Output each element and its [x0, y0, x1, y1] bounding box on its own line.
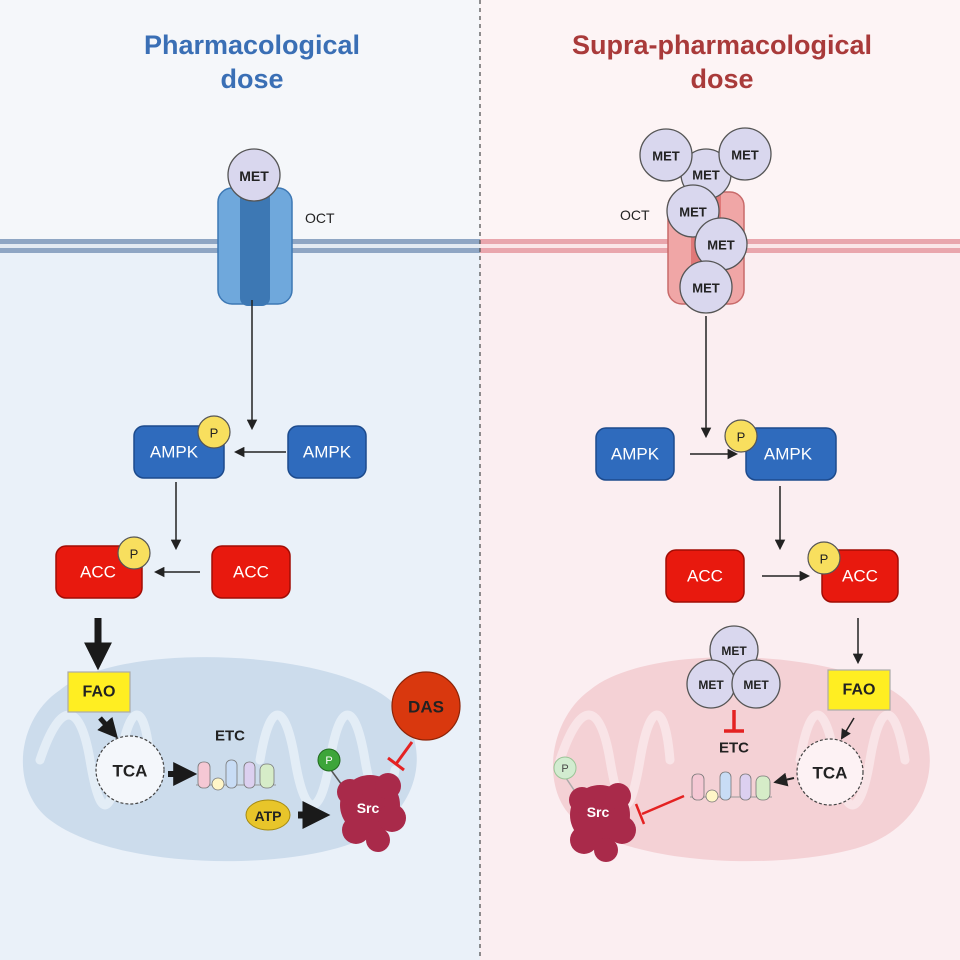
svg-text:P: P	[737, 430, 746, 445]
right-src-p-badge: P	[553, 756, 577, 780]
right-met-molecule: MET	[718, 127, 772, 181]
svg-text:MET: MET	[652, 149, 680, 164]
svg-text:P: P	[325, 755, 332, 767]
right-arrow-tca-to-etc	[773, 772, 795, 787]
right-title-line2: dose	[690, 64, 753, 94]
right-etc-label: ETC	[719, 740, 749, 757]
left-met-molecule: MET	[227, 148, 281, 202]
left-oct-transporter	[217, 182, 293, 306]
right-ampk-p-badge: P	[724, 419, 758, 453]
left-acc-unphospho: ACC	[211, 545, 291, 599]
left-atp: ATP	[245, 799, 291, 831]
left-src-p-badge: P	[317, 748, 341, 772]
svg-text:DAS: DAS	[408, 698, 444, 717]
right-etc-complexes	[690, 771, 772, 803]
svg-text:ATP: ATP	[255, 808, 282, 824]
right-ampk-phospho: AMPK	[745, 427, 837, 481]
svg-text:MET: MET	[239, 168, 269, 184]
svg-text:AMPK: AMPK	[150, 443, 199, 462]
right-fao-box: FAO	[827, 669, 891, 711]
right-met-molecule: MET	[679, 260, 733, 314]
left-oct-label: OCT	[305, 210, 335, 226]
right-met-molecule: MET	[731, 659, 781, 709]
svg-text:AMPK: AMPK	[611, 445, 660, 464]
right-arrow-fao-to-tca	[840, 717, 855, 740]
right-acc-p-badge: P	[807, 541, 841, 575]
left-etc-label: ETC	[215, 728, 245, 745]
right-ampk-unphospho: AMPK	[595, 427, 675, 481]
svg-text:MET: MET	[743, 678, 769, 692]
right-met-molecule: MET	[686, 659, 736, 709]
svg-text:AMPK: AMPK	[764, 445, 813, 464]
svg-text:MET: MET	[679, 205, 707, 220]
left-arrow-fao-to-tca	[97, 716, 118, 739]
left-ampk-phospho-p-badge: P	[197, 415, 231, 449]
svg-text:ACC: ACC	[842, 567, 878, 586]
left-tca-cycle: TCA	[95, 735, 165, 805]
svg-text:FAO: FAO	[843, 682, 876, 699]
left-das-inhibition-line	[387, 741, 414, 772]
left-acc-phospho-p-badge: P	[117, 536, 151, 570]
right-oct-label: OCT	[620, 207, 650, 223]
svg-text:ACC: ACC	[687, 567, 723, 586]
svg-text:Src: Src	[357, 800, 380, 816]
svg-text:TCA: TCA	[813, 764, 848, 783]
svg-text:MET: MET	[692, 168, 720, 183]
right-src-protein: Src	[565, 777, 636, 862]
left-title-line2: dose	[220, 64, 283, 94]
svg-text:AMPK: AMPK	[303, 443, 352, 462]
svg-text:P: P	[561, 763, 568, 775]
right-acc-unphospho: ACC	[665, 549, 745, 603]
left-das-inhibitor: DAS	[391, 671, 461, 741]
svg-text:P: P	[820, 552, 829, 567]
right-title-line1: Supra-pharmacological	[572, 30, 872, 60]
svg-text:Src: Src	[587, 804, 610, 820]
right-met-etc-inhibition-line	[724, 710, 744, 733]
svg-text:MET: MET	[731, 148, 759, 163]
svg-text:ACC: ACC	[233, 563, 269, 582]
left-title-line1: Pharmacological	[144, 30, 360, 60]
left-ampk-unphospho: AMPK	[287, 425, 367, 479]
svg-text:P: P	[210, 426, 219, 441]
svg-text:MET: MET	[692, 281, 720, 296]
left-etc-complexes	[196, 759, 276, 791]
left-fao-box: FAO	[67, 671, 131, 713]
right-tca-cycle: TCA	[796, 738, 864, 806]
svg-text:TCA: TCA	[113, 762, 148, 781]
svg-text:MET: MET	[707, 238, 735, 253]
right-met-molecule: MET	[639, 128, 693, 182]
right-etc-src-inhibition-line	[634, 794, 685, 825]
svg-text:MET: MET	[698, 678, 724, 692]
svg-text:P: P	[130, 547, 139, 562]
right-acc-phospho: ACC	[821, 549, 899, 603]
left-src-protein: Src	[330, 769, 406, 852]
svg-text:ACC: ACC	[80, 563, 116, 582]
svg-text:MET: MET	[721, 644, 747, 658]
svg-text:FAO: FAO	[83, 684, 116, 701]
